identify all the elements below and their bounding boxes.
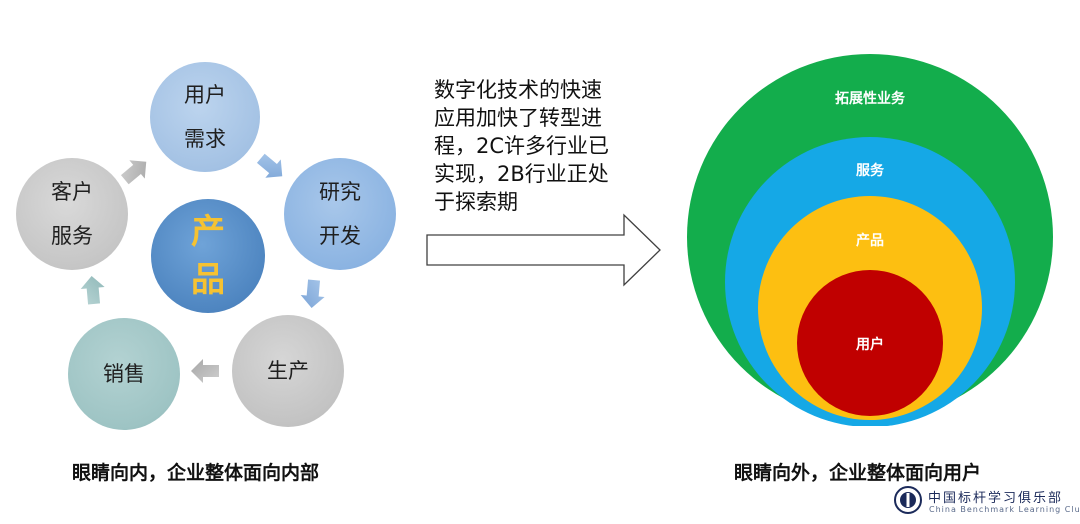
arrow-rd-to-production [300,279,325,308]
node-label: 开发 [319,224,361,248]
nested-circles [687,54,1053,426]
node-label: 研究 [319,180,361,204]
node-user-needs: 用户 需求 [150,62,260,172]
node-label: 销售 [103,362,145,386]
description-line: 应用加快了转型进 [434,106,602,130]
node-label: 客户 [51,180,93,204]
ring-user [797,270,943,416]
node-customer-service: 客户 服务 [16,158,128,270]
arrow-needs-to-rd [256,153,283,178]
node-label: 服务 [51,224,93,248]
club-name-en: China Benchmark Learning Club [929,505,1080,514]
right-caption: 眼睛向外，企业整体面向用户 [734,462,982,484]
left-caption: 眼睛向内，企业整体面向内部 [72,462,320,484]
ring-label-service: 服务 [856,163,884,179]
node-rd: 研究 开发 [284,158,396,270]
node-sales: 销售 [68,318,180,430]
node-label: 生产 [267,359,309,383]
center-product-node: 产 品 [151,199,265,313]
big-right-arrow-icon [426,213,661,287]
arrow-service-to-needs [120,160,147,185]
description-line: 程，2C许多行业已 [434,134,610,158]
description-line: 于探索期 [434,190,518,214]
ring-label-product: 产品 [856,233,884,249]
node-label: 需求 [184,127,226,151]
center-label: 产 [191,212,225,252]
transition-description: 数字化技术的快速 应用加快了转型进 程，2C许多行业已 实现，2B行业正处 于探… [434,76,654,216]
arrow-sales-to-service [80,276,105,305]
node-production: 生产 [232,315,344,427]
description-line: 实现，2B行业正处 [434,162,609,186]
cycle-arrows [80,153,325,383]
node-label: 用户 [184,83,226,107]
club-emblem-icon [894,486,922,514]
arrow-production-to-sales [191,359,219,383]
ring-label-user: 用户 [856,337,884,353]
description-line: 数字化技术的快速 [434,78,602,102]
center-label: 品 [191,260,225,300]
club-name-cn: 中国标杆学习俱乐部 [928,491,1064,506]
ring-label-expansion: 拓展性业务 [835,91,905,107]
